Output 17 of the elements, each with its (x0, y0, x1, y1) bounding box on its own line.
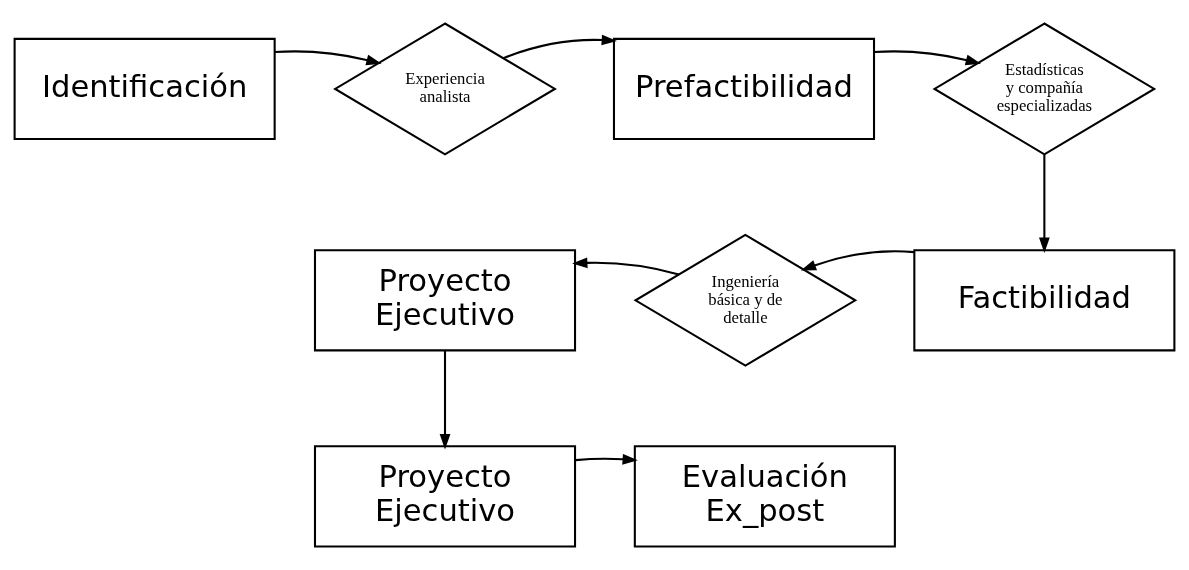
arrow (575, 453, 638, 465)
node-box: Proyecto Ejecutivo (313, 249, 577, 352)
arrow (874, 50, 981, 66)
arrow (274, 50, 382, 66)
arrow (439, 350, 451, 450)
arrow (572, 257, 680, 276)
node-box: Prefactibilidad (612, 37, 876, 141)
node-diamond: Ingeniería básica y de detalle (633, 233, 858, 367)
arrow (503, 34, 617, 60)
arrow (800, 250, 915, 271)
node-box: Identificación (13, 37, 276, 141)
node-diamond: Estadísticas y compañía especializadas (932, 22, 1157, 156)
arrow (1039, 154, 1050, 253)
node-box: Evaluación Ex_post (633, 445, 896, 548)
node-box: Factibilidad (913, 249, 1176, 352)
node-box: Proyecto Ejecutivo (313, 445, 577, 548)
node-diamond: Experiencia analista (333, 22, 557, 156)
